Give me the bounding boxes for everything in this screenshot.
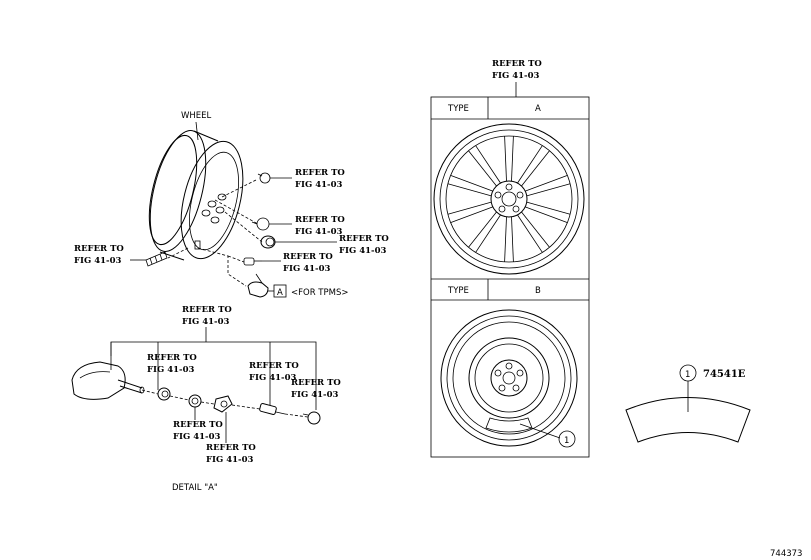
center-cap-icon	[260, 235, 276, 249]
spoke-line	[525, 175, 568, 192]
spoke-line	[525, 206, 568, 223]
refer-line2: FIG 41-03	[249, 373, 296, 383]
spoke-line	[521, 150, 550, 187]
wheel-assembly: WHEEL	[148, 111, 244, 261]
refer-callout-3: REFER TO FIG 41-03	[275, 234, 389, 256]
refer-line2: FIG 41-03	[295, 180, 342, 190]
spoke-line	[526, 201, 571, 215]
type-header-a: TYPE	[447, 104, 469, 114]
refer-line2: FIG 41-03	[147, 365, 194, 375]
refer-line1: REFER TO	[492, 59, 542, 69]
detail-a: REFER TO FIG 41-03	[71, 305, 341, 493]
refer-line1: REFER TO	[74, 244, 124, 254]
spoke-line	[468, 150, 497, 187]
refer-line2: FIG 41-03	[173, 432, 220, 442]
wheel-small-parts	[145, 172, 276, 298]
tpms-detail-marker: A <FOR TPMS>	[268, 284, 348, 298]
refer-line1: REFER TO	[249, 361, 299, 371]
ornament-cap-icon	[257, 172, 271, 184]
refer-line2: FIG 41-03	[206, 455, 253, 465]
spoke-line	[475, 214, 501, 253]
callout-number-b: 1	[564, 436, 569, 446]
for-tpms-label: <FOR TPMS>	[291, 288, 348, 298]
washer-icon	[188, 394, 202, 408]
valve-nut-icon	[213, 395, 233, 413]
spoke-line	[450, 175, 493, 192]
spoke-line	[511, 216, 514, 262]
detail-box-label: A	[277, 288, 283, 298]
refer-line2: FIG 41-03	[182, 317, 229, 327]
hub-nut-icon	[251, 217, 270, 231]
spoke-line	[504, 216, 507, 262]
tpms-sensor-detail-icon	[71, 361, 145, 400]
refer-line1: REFER TO	[339, 234, 389, 244]
grommet-icon	[157, 387, 171, 401]
valve-stem-icon	[243, 257, 262, 266]
spoke-line	[447, 201, 492, 215]
refer-line1: REFER TO	[291, 378, 341, 388]
type-header-b: TYPE	[447, 286, 469, 296]
balance-weight-icon	[145, 251, 168, 267]
refer-callout-5: REFER TO FIG 41-03	[74, 244, 146, 266]
detail-caption: DETAIL "A"	[172, 483, 218, 493]
refer-line2: FIG 41-03	[339, 246, 386, 256]
refer-line2: FIG 41-03	[492, 71, 539, 81]
spoke-line	[511, 136, 514, 182]
refer-line1: REFER TO	[182, 305, 232, 315]
refer-line2: FIG 41-03	[283, 264, 330, 274]
steel-wheel-type-b-icon: 1	[440, 309, 578, 448]
spoke-line	[475, 145, 501, 184]
tpms-sensor-icon	[247, 273, 269, 298]
refer-line1: REFER TO	[173, 420, 223, 430]
wheel-label: WHEEL	[181, 111, 212, 121]
spoke-line	[517, 214, 543, 253]
refer-line1: REFER TO	[283, 252, 333, 262]
spoke-line	[517, 145, 543, 184]
callout-number: 1	[685, 370, 690, 380]
type-table: REFER TO FIG 41-03 TYPE A TYPE B	[430, 59, 590, 458]
refer-line1: REFER TO	[295, 215, 345, 225]
spoke-line	[468, 211, 497, 248]
refer-callout-1: REFER TO FIG 41-03	[270, 168, 345, 190]
refer-line1: REFER TO	[295, 168, 345, 178]
refer-line1: REFER TO	[147, 353, 197, 363]
refer-line2: FIG 41-03	[74, 256, 121, 266]
spoke-line	[521, 211, 550, 248]
type-b-value: B	[535, 286, 541, 296]
spoke-line	[504, 136, 507, 182]
valve-core-icon	[259, 403, 286, 415]
refer-line1: REFER TO	[206, 443, 256, 453]
part-number: 74541E	[703, 369, 746, 380]
refer-callout-4: REFER TO FIG 41-03	[262, 252, 333, 274]
refer-callout-2: REFER TO FIG 41-03	[269, 215, 345, 237]
valve-cap-icon	[302, 411, 321, 425]
caution-label-part: 1 74541E	[625, 364, 751, 443]
diagram-id: 744373	[770, 549, 802, 559]
spoke-line	[526, 183, 571, 197]
refer-line2: FIG 41-03	[291, 390, 338, 400]
type-a-value: A	[535, 104, 541, 114]
spoke-line	[447, 183, 492, 197]
spoke-line	[450, 206, 493, 223]
refer-line2: FIG 41-03	[295, 227, 342, 237]
alloy-wheel-type-a-icon	[433, 123, 585, 275]
